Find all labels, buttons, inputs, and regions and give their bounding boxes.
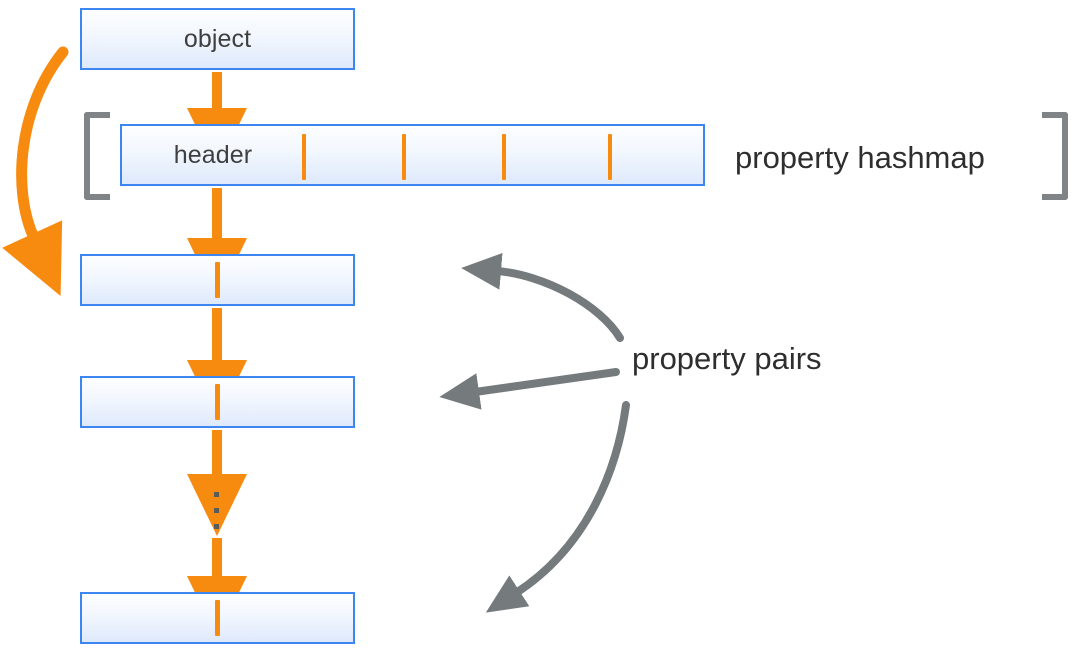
ellipsis-dot-3 xyxy=(214,524,219,529)
pair-divider-2 xyxy=(215,384,220,420)
property-pair-box-1[interactable] xyxy=(80,254,355,306)
hashmap-cell-divider-1 xyxy=(302,134,306,180)
property-pair-box-3[interactable] xyxy=(80,592,355,644)
gray-arrow-to-pair2 xyxy=(439,368,620,410)
property-pair-box-2[interactable] xyxy=(80,376,355,428)
pair-divider-3 xyxy=(215,600,220,636)
orange-curved-arrow-object-to-pair1 xyxy=(2,46,69,297)
hashmap-cell-divider-2 xyxy=(402,134,406,180)
object-box[interactable]: object xyxy=(80,8,355,70)
bracket-right-icon xyxy=(1042,112,1068,200)
gray-arrow-to-pair3 xyxy=(485,401,630,613)
hashmap-cell-divider-4 xyxy=(608,134,612,180)
ellipsis-dot-2 xyxy=(214,508,219,513)
bracket-left-icon xyxy=(84,112,110,200)
property-pairs-label: property pairs xyxy=(632,341,822,376)
hashmap-cell-divider-3 xyxy=(502,134,506,180)
ellipsis-dot-1 xyxy=(214,492,219,497)
vertical-ellipsis xyxy=(214,492,219,529)
property-hashmap-row[interactable]: header xyxy=(120,124,705,186)
property-hashmap-label: property hashmap xyxy=(735,140,985,175)
pair-divider-1 xyxy=(215,262,220,298)
gray-arrow-to-pair1 xyxy=(461,252,624,342)
object-box-label: object xyxy=(183,24,252,53)
hashmap-header-label: header xyxy=(173,140,253,169)
